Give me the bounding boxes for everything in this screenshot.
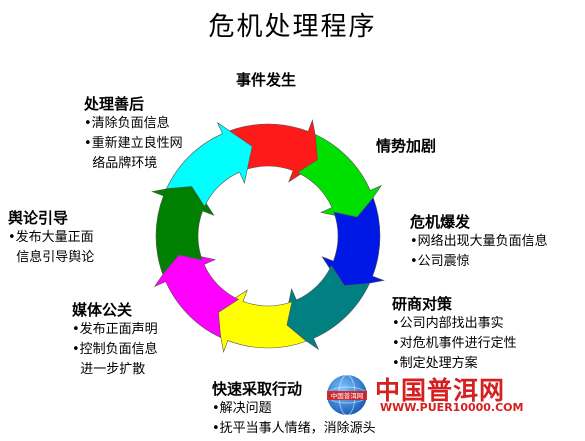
stage-item: •公司内部找出事实 (392, 316, 504, 331)
stage-item: 络品牌环境 (84, 156, 158, 171)
stage-item: •发布正面声明 (72, 322, 158, 337)
watermark-name: 中国普洱网 (375, 376, 506, 405)
stage-label-crisis-outbreak: 危机爆发 •网络出现大量负面信息 •公司震惊 (410, 212, 548, 272)
stage-label-rapid-action: 快速采取行动 •解决问题 •抚平当事人情绪，消除源头 (212, 379, 376, 439)
stage-item: •重新建立良性网 (84, 136, 183, 151)
stage-item: 进一步扩散 (72, 362, 146, 377)
stage-heading: 快速采取行动 (212, 380, 303, 398)
watermark-url: WWW.PUER10000.COM (380, 401, 524, 414)
stage-heading: 处理善后 (84, 95, 145, 113)
stage-label-escalation: 情势加剧 (376, 136, 436, 156)
stage-heading: 情势加剧 (376, 137, 437, 155)
stage-item: •对危机事件进行定性 (392, 336, 517, 351)
stage-item: 信息引导舆论 (8, 250, 95, 265)
stage-label-countermeasures: 研商对策 •公司内部找出事实 •对危机事件进行定性 •制定处理方案 (392, 294, 517, 374)
stage-item: •抚平当事人情绪，消除源头 (212, 421, 376, 436)
stage-heading: 媒体公关 (72, 301, 133, 319)
stage-item: •网络出现大量负面信息 (410, 234, 548, 249)
stage-label-event-occurs: 事件发生 (236, 70, 296, 90)
stage-heading: 事件发生 (236, 71, 297, 89)
stage-item: •清除负面信息 (84, 116, 170, 131)
cycle-arrow-aftermath (166, 121, 253, 208)
globe-icon: 中国普洱网 (326, 374, 368, 416)
globe-text: 中国普洱网 (331, 391, 364, 400)
stage-label-media-pr: 媒体公关 •发布正面声明 •控制负面信息 进一步扩散 (72, 300, 158, 380)
stage-heading: 研商对策 (392, 295, 453, 313)
stage-item: •控制负面信息 (72, 342, 158, 357)
stage-item: •发布大量正面 (8, 230, 94, 245)
stage-heading: 危机爆发 (410, 213, 471, 231)
stage-item: •制定处理方案 (392, 356, 478, 371)
page-title: 危机处理程序 (208, 12, 377, 42)
stage-label-opinion-guidance: 舆论引导 •发布大量正面 信息引导舆论 (8, 208, 94, 268)
stage-heading: 舆论引导 (8, 209, 69, 227)
stage-item: •公司震惊 (410, 254, 470, 269)
watermark-logo: 中国普洱网 中国普洱网 WWW.PUER10000.COM (325, 371, 565, 421)
stage-label-aftermath: 处理善后 •清除负面信息 •重新建立良性网 络品牌环境 (84, 94, 183, 174)
stage-item: •解决问题 (212, 401, 272, 416)
